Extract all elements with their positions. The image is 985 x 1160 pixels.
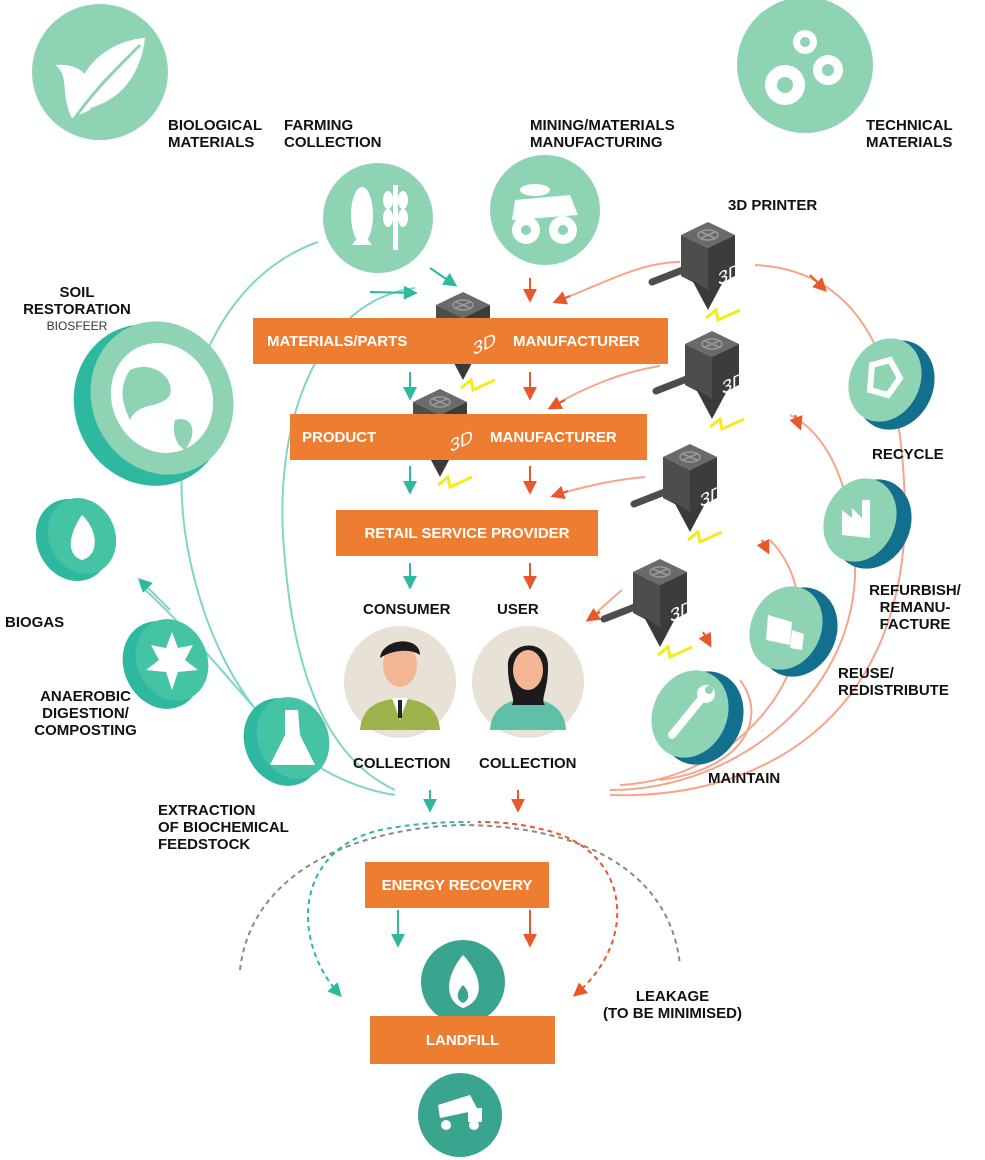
technical-materials-label: TECHNICAL MATERIALS bbox=[866, 117, 953, 151]
manufacturer-label-2: MANUFACTURER bbox=[490, 428, 617, 446]
leaf-icon bbox=[32, 4, 168, 140]
user-avatar bbox=[472, 626, 584, 738]
mining-materials-label: MINING/MATERIALS MANUFACTURING bbox=[530, 117, 675, 151]
materials-parts-manufacturer-box: MATERIALS/PARTS MANUFACTURER bbox=[253, 318, 668, 364]
energy-recovery-box: ENERGY RECOVERY bbox=[365, 862, 549, 908]
refurbish-label: REFURBISH/ REMANU- FACTURE bbox=[869, 582, 961, 633]
product-manufacturer-box: PRODUCT MANUFACTURER bbox=[290, 414, 647, 460]
3d-printer-label: 3D PRINTER bbox=[728, 197, 818, 214]
retail-service-provider-box: RETAIL SERVICE PROVIDER bbox=[336, 510, 598, 556]
gears-icon bbox=[737, 0, 873, 133]
teal-arrow-farming bbox=[429, 267, 458, 287]
extraction-label: EXTRACTION OF BIOCHEMICAL FEEDSTOCK bbox=[158, 802, 289, 853]
globe-icon bbox=[73, 321, 234, 486]
product-label: PRODUCT bbox=[302, 428, 377, 446]
biosfeer-label: BIOSFEER bbox=[46, 319, 108, 333]
maintain-label: MAINTAIN bbox=[708, 770, 781, 787]
energy-recovery-label: ENERGY RECOVERY bbox=[381, 876, 533, 894]
vertical-flow-arrows bbox=[391, 278, 537, 948]
biological-materials-label: BIOLOGICAL MATERIALS bbox=[168, 117, 263, 151]
leakage-label: LEAKAGE (TO BE MINIMISED) bbox=[603, 988, 742, 1022]
flame-icon bbox=[35, 498, 117, 581]
leakage-arcs bbox=[239, 821, 681, 998]
retail-label: RETAIL SERVICE PROVIDER bbox=[364, 524, 570, 542]
soil-restoration-text: SOIL RESTORATION bbox=[23, 284, 131, 318]
farming-collection-label: FARMING COLLECTION bbox=[284, 117, 382, 151]
delivery-truck-icon bbox=[749, 586, 838, 677]
fish-wheat-icon bbox=[323, 163, 433, 273]
user-label: USER bbox=[497, 601, 539, 618]
manufacturer-label-1: MANUFACTURER bbox=[513, 332, 640, 350]
collection-left-label: COLLECTION bbox=[353, 755, 451, 772]
teal-arrow-to-biogas bbox=[138, 578, 171, 611]
recycle-label: RECYCLE bbox=[872, 446, 944, 463]
tech-loop-arrowheads bbox=[547, 274, 827, 648]
consumer-label: CONSUMER bbox=[363, 601, 451, 618]
reuse-label: REUSE/ REDISTRIBUTE bbox=[838, 665, 949, 699]
recycle-icon bbox=[848, 338, 935, 430]
materials-parts-label: MATERIALS/PARTS bbox=[267, 332, 408, 350]
wrench-icon bbox=[651, 670, 744, 765]
collection-right-label: COLLECTION bbox=[479, 755, 577, 772]
anaerobic-digestion-label: ANAEROBIC DIGESTION/ COMPOSTING bbox=[34, 688, 137, 739]
landfill-label: LANDFILL bbox=[425, 1031, 500, 1049]
teal-arrow-into-manufacturer bbox=[369, 285, 418, 300]
consumer-avatar bbox=[344, 626, 456, 738]
dump-truck-icon bbox=[418, 1073, 502, 1157]
biogas-label: BIOGAS bbox=[5, 614, 65, 631]
landfill-box: LANDFILL bbox=[370, 1016, 555, 1064]
factory-icon bbox=[823, 478, 912, 569]
mining-truck-icon bbox=[490, 155, 600, 265]
maple-leaf-icon bbox=[122, 619, 209, 709]
soil-restoration-label: SOIL RESTORATION BIOSFEER bbox=[22, 284, 132, 335]
flask-icon bbox=[243, 697, 330, 786]
energy-flame-icon bbox=[421, 940, 505, 1024]
